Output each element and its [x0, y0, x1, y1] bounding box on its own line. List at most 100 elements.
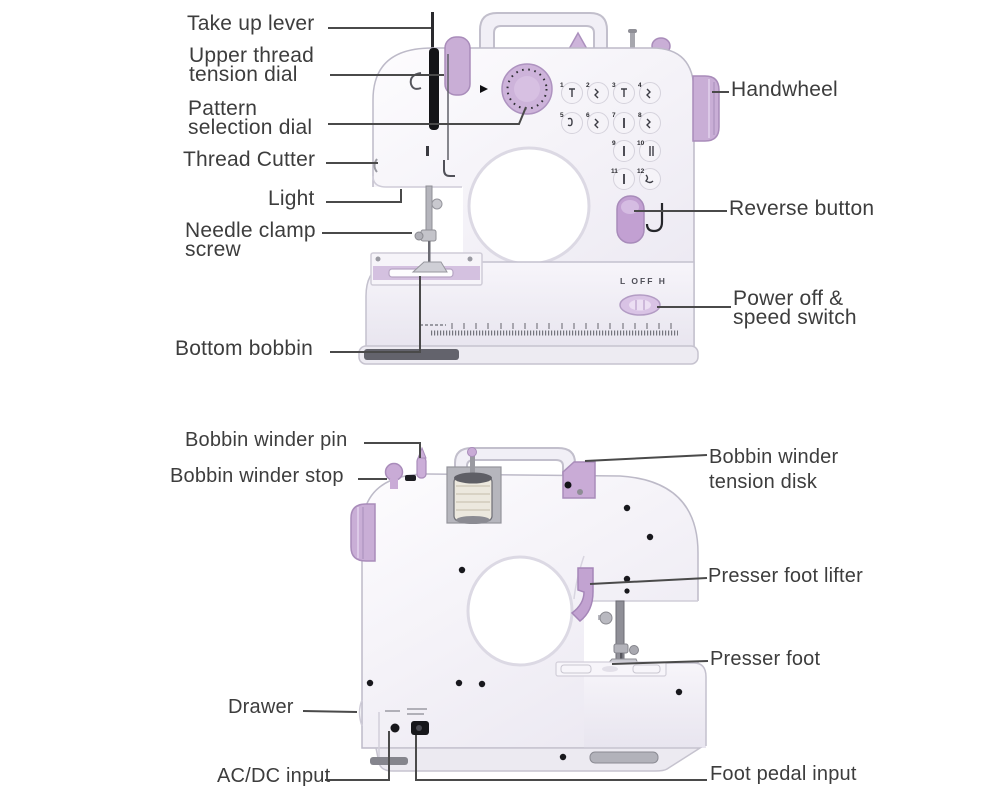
svg-text:3: 3 — [612, 82, 616, 89]
label-power-off-speed-switch: Power off & speed switch — [733, 287, 857, 329]
body-screws — [366, 504, 683, 761]
label-line: selection dial — [188, 116, 313, 139]
thread-guide-hook-icon — [443, 160, 455, 177]
label-needle-clamp-screw: Needle clamp screw — [185, 219, 316, 261]
stitch-option-8: 8 — [638, 112, 661, 134]
leader-presser-foot — [611, 660, 709, 665]
pattern-selection-dial — [501, 63, 553, 115]
thread-spool-assembly — [446, 447, 502, 524]
label-presser-foot: Presser foot — [710, 648, 821, 670]
ac-dc-input-port — [390, 723, 400, 733]
label-pattern-selection-dial: Pattern selection dial — [188, 97, 313, 139]
foot-pedal-jack — [411, 721, 429, 735]
label-presser-foot-lifter: Presser foot lifter — [708, 565, 863, 587]
sewing-machine-back-view — [350, 446, 715, 772]
svg-text:7: 7 — [612, 112, 616, 119]
take-up-lever-slot — [429, 48, 439, 130]
arm-opening-back — [466, 555, 574, 667]
label-bottom-bobbin: Bottom bobbin — [175, 337, 314, 360]
arm-opening — [467, 146, 591, 266]
leader-drawer — [302, 710, 358, 713]
thumb-screw — [431, 198, 443, 210]
label-line: speed switch — [733, 306, 857, 329]
stitch-option-10: 10 — [637, 140, 661, 162]
label-bobbin-winder-stop: Bobbin winder stop — [170, 465, 344, 487]
svg-text:10: 10 — [637, 140, 645, 147]
svg-text:4: 4 — [638, 82, 642, 89]
head-bottom-edge — [372, 175, 462, 188]
svg-text:8: 8 — [638, 112, 642, 119]
svg-text:1: 1 — [560, 82, 564, 89]
label-line: Bobbin winder — [709, 446, 839, 468]
leader-lines — [302, 27, 731, 781]
label-line: Power off & — [733, 287, 844, 310]
svg-text:11: 11 — [611, 168, 618, 175]
bobbin-winder-tension-disk — [562, 461, 596, 499]
needle-clamp-screw — [414, 231, 424, 241]
label-bobbin-winder-pin: Bobbin winder pin — [185, 429, 348, 451]
top-pin — [630, 31, 635, 49]
carry-handle — [479, 12, 608, 51]
handwheel-back — [350, 503, 376, 562]
upper-thread-tension-dial — [444, 36, 471, 96]
base-slot — [589, 751, 659, 764]
seam-guide-ruler — [420, 323, 678, 336]
stitch-option-5: 5 — [560, 112, 583, 134]
spool-pin-icon — [567, 31, 589, 50]
label-line: Needle clamp — [185, 219, 316, 242]
svg-text:5: 5 — [560, 112, 564, 119]
leader-foot-pedal-input — [415, 735, 707, 781]
handwheel — [692, 75, 720, 142]
needle-bar-assembly — [411, 185, 448, 273]
leader-bobbin-winder-tension-disk — [584, 454, 708, 462]
drawer-edge — [358, 699, 363, 727]
stitch-option-4: 4 — [638, 82, 661, 104]
presser-bar-screw — [599, 611, 613, 625]
stitch-option-1: 1 — [560, 82, 583, 104]
label-line: screw — [185, 238, 241, 261]
bobbin-winder-pin — [416, 446, 427, 479]
leader-pattern-selection-dial — [328, 106, 527, 125]
label-ac-dc-input: AC/DC input — [217, 765, 331, 787]
leader-ac-dc-input — [325, 731, 390, 781]
label-light: Light — [268, 187, 315, 210]
label-foot-pedal-input: Foot pedal input — [710, 763, 857, 785]
label-take-up-lever: Take up lever — [187, 12, 315, 35]
take-up-lever — [431, 12, 434, 52]
needle-area-gap — [366, 187, 463, 260]
stitch-option-2: 2 — [586, 82, 609, 104]
sewing-machine-front-view: 1 2 3 4 5 6 7 8 9 10 11 12 L OFF H — [358, 12, 720, 365]
svg-text:6: 6 — [586, 112, 590, 119]
stitch-option-11: 11 — [611, 168, 635, 190]
leader-bobbin-winder-pin — [364, 442, 421, 458]
label-handwheel: Handwheel — [731, 78, 838, 101]
stitch-pattern-panel: 1 2 3 4 5 6 7 8 9 10 11 12 — [560, 82, 661, 190]
leader-bottom-bobbin — [330, 276, 421, 353]
face-tick — [426, 146, 429, 156]
svg-text:9: 9 — [612, 140, 616, 147]
stitch-option-3: 3 — [612, 82, 635, 104]
dial-pointer-icon — [480, 85, 488, 93]
needle-area-gap-back — [584, 601, 715, 662]
needle-plate-back — [555, 661, 667, 677]
stitch-option-9: 9 — [612, 140, 635, 162]
reverse-stitch-icon — [645, 203, 664, 233]
stitch-option-6: 6 — [586, 112, 609, 134]
svg-text:12: 12 — [637, 168, 645, 175]
speed-switch-markings: L OFF H — [620, 276, 667, 286]
label-line: Pattern — [188, 97, 258, 120]
stitch-option-12: 12 — [637, 168, 661, 190]
presser-foot-lifter — [570, 567, 594, 622]
speed-switch — [619, 294, 661, 316]
leader-light — [326, 189, 402, 203]
label-upper-thread-tension-dial: Upper thread tension dial — [189, 45, 314, 85]
bobbin-winder-stop — [384, 462, 404, 489]
leader-presser-foot-lifter — [589, 577, 708, 585]
stitch-option-7: 7 — [612, 112, 635, 134]
thread-cutter-notch — [373, 158, 378, 173]
label-line: tension disk — [709, 471, 818, 493]
svg-text:2: 2 — [586, 82, 590, 89]
base-dark-strip — [364, 349, 459, 360]
label-thread-cutter: Thread Cutter — [183, 148, 316, 171]
